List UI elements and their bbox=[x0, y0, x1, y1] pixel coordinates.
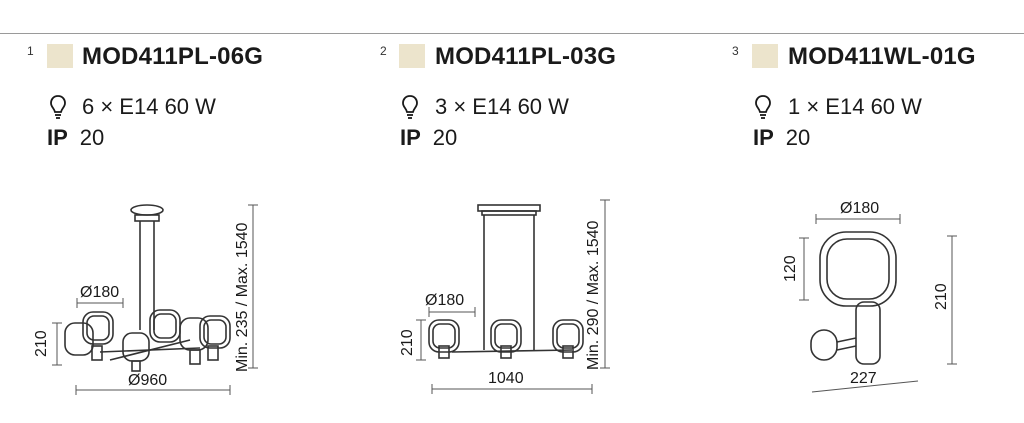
dim-diameter-shade: Ø180 bbox=[80, 284, 119, 301]
ip-rating: IP 20 bbox=[47, 125, 104, 151]
dim-diameter-shade: Ø180 bbox=[425, 292, 464, 309]
ip-rating: IP 20 bbox=[400, 125, 457, 151]
item-number: 1 bbox=[27, 44, 34, 58]
dim-length-total: 1040 bbox=[488, 370, 524, 387]
bulb-spec: 3 × E14 60 W bbox=[435, 94, 569, 119]
model-code: MOD411WL-01G bbox=[788, 43, 976, 70]
technical-drawing-1: Ø180 210 Ø960 Min. 235 / Max. 1540 bbox=[33, 204, 258, 395]
product-column-2: 2 MOD411PL-03G 3 × E14 60 W IP 20 bbox=[352, 0, 692, 423]
bulb-spec: 6 × E14 60 W bbox=[82, 94, 216, 119]
bulb-spec: 1 × E14 60 W bbox=[788, 94, 922, 119]
dim-cable-length: Min. 235 / Max. 1540 bbox=[234, 222, 251, 372]
dim-height-shade: 210 bbox=[399, 329, 416, 356]
ip-label: IP bbox=[47, 125, 68, 150]
color-swatch bbox=[752, 44, 778, 68]
ip-rating: IP 20 bbox=[753, 125, 810, 151]
ip-value: 20 bbox=[79, 125, 105, 150]
model-code: MOD411PL-06G bbox=[82, 43, 264, 70]
color-swatch bbox=[47, 44, 73, 68]
dim-height-shade: 210 bbox=[33, 330, 50, 357]
dim-diameter-shade: Ø180 bbox=[840, 200, 879, 217]
ip-value: 20 bbox=[432, 125, 458, 150]
dim-height-ring: 120 bbox=[782, 255, 799, 282]
color-swatch bbox=[399, 44, 425, 68]
ip-value: 20 bbox=[785, 125, 811, 150]
product-column-3: 3 MOD411WL-01G 1 × E14 60 W IP 20 bbox=[704, 0, 1024, 423]
technical-drawing-3: Ø180 120 210 227 bbox=[782, 200, 957, 393]
dim-depth: 227 bbox=[850, 370, 877, 387]
bulb-icon bbox=[402, 95, 418, 119]
header-divider bbox=[0, 33, 1024, 34]
ip-label: IP bbox=[400, 125, 421, 150]
bulb-icon bbox=[50, 95, 66, 119]
dim-diameter-total: Ø960 bbox=[128, 372, 167, 389]
technical-drawing-2: Ø180 210 1040 Min. 290 / Max. 1540 bbox=[399, 199, 610, 394]
bulb-icon bbox=[755, 95, 771, 119]
ip-label: IP bbox=[753, 125, 774, 150]
item-number: 3 bbox=[732, 44, 739, 58]
model-code: MOD411PL-03G bbox=[435, 43, 617, 70]
dim-cable-length: Min. 290 / Max. 1540 bbox=[585, 220, 602, 370]
dim-height-total: 210 bbox=[933, 283, 950, 310]
item-number: 2 bbox=[380, 44, 387, 58]
product-column-1: 1 MOD411PL-06G 6 × E14 60 W IP 20 bbox=[0, 0, 340, 423]
